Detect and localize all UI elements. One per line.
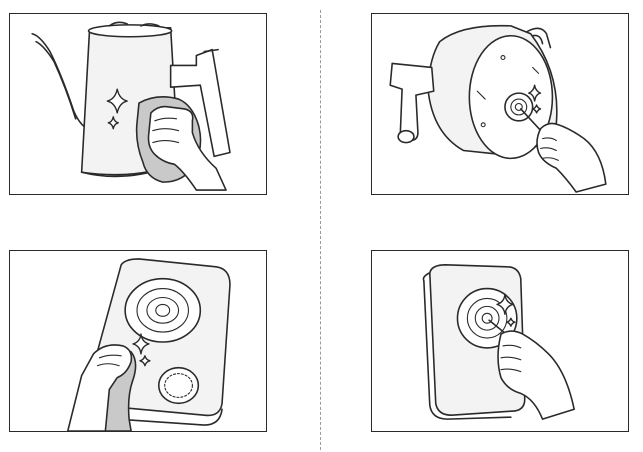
kettle-base-swab-illustration [389, 24, 607, 193]
hand-icon [66, 344, 133, 431]
panel-divider [320, 10, 321, 450]
kettle-wipe-illustration [31, 21, 231, 191]
hand-icon [147, 105, 227, 191]
panel-clean-base-connector [371, 250, 629, 432]
panel-wipe-kettle-exterior [9, 13, 267, 195]
base-connector-swab-illustration [422, 264, 575, 420]
hand-icon [497, 330, 575, 420]
panel-wipe-heating-base [9, 250, 267, 432]
base-wipe-illustration [66, 258, 231, 431]
sparkle-icon [496, 293, 514, 315]
hand-icon [536, 122, 607, 193]
sparkle-icon [107, 116, 119, 130]
sparkle-icon [132, 333, 150, 355]
sparkle-icon [139, 355, 151, 367]
panel-clean-kettle-base-sensor [371, 13, 629, 195]
sparkle-icon [506, 317, 516, 327]
sparkle-icon [527, 84, 542, 102]
sparkle-icon [106, 88, 128, 114]
sparkle-icon [531, 104, 542, 114]
